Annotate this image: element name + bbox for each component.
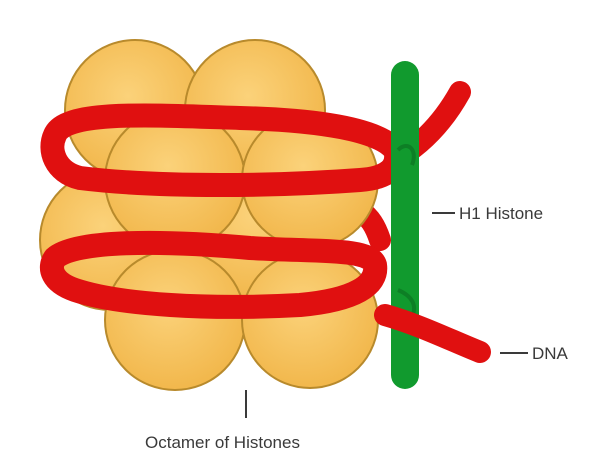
h1-histone-label: H1 Histone bbox=[459, 204, 543, 223]
dna-label: DNA bbox=[532, 344, 569, 363]
octamer-label: Octamer of Histones bbox=[145, 433, 300, 452]
histone-octamer bbox=[40, 40, 378, 390]
histone-ball bbox=[242, 252, 378, 388]
histone-ball bbox=[105, 250, 245, 390]
